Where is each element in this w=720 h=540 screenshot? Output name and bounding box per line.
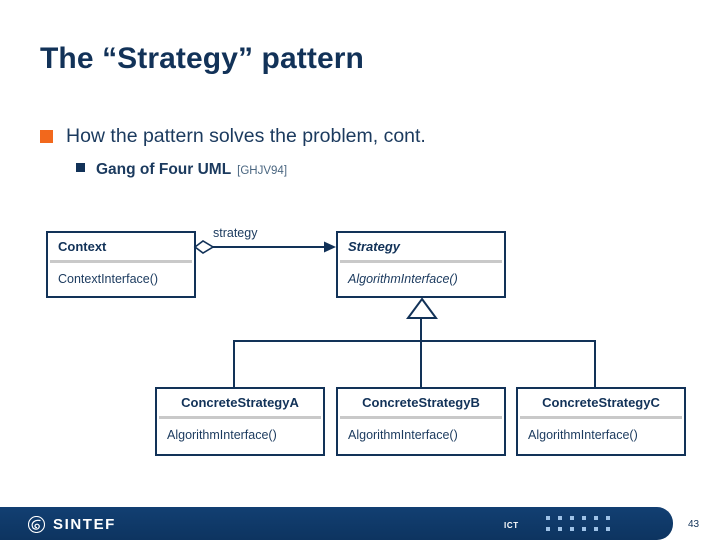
uml-class-concrete-strategy-b[interactable]: ConcreteStrategyB AlgorithmInterface(): [336, 387, 506, 456]
footer-unit-label: ICT: [504, 521, 519, 530]
uml-class-concrete-strategy-b-operation: AlgorithmInterface(): [348, 428, 458, 443]
page-title: The “Strategy” pattern: [40, 42, 364, 75]
uml-class-context-name: Context: [58, 239, 107, 254]
uml-class-concrete-strategy-a-operation: AlgorithmInterface(): [167, 428, 277, 443]
uml-class-divider: [340, 416, 502, 420]
sintef-wordmark: SINTEF: [53, 516, 116, 533]
uml-class-context[interactable]: Context ContextInterface(): [46, 231, 196, 298]
aggregation-line: [212, 246, 330, 248]
sintef-swirl-icon: [28, 516, 45, 533]
uml-class-strategy-operation: AlgorithmInterface(): [348, 272, 458, 287]
footer-bar: [0, 507, 673, 540]
bullet-level2: Gang of Four UML [GHJV94]: [76, 161, 287, 179]
inheritance-stem-line: [420, 318, 422, 341]
uml-class-divider: [159, 416, 321, 420]
sintef-logo: SINTEF: [28, 516, 116, 533]
page-number: 43: [688, 519, 700, 530]
orange-square-bullet-icon: [40, 130, 53, 143]
uml-class-diagram: Context ContextInterface() Strategy Algo…: [46, 226, 686, 456]
association-role-label: strategy: [213, 226, 258, 240]
uml-class-strategy-name: Strategy: [348, 239, 401, 254]
uml-class-concrete-strategy-c-name: ConcreteStrategyC: [542, 395, 660, 410]
footer-dot-grid-icon: [546, 516, 618, 538]
inheritance-drop-line-a: [233, 340, 235, 387]
uml-class-concrete-strategy-a-name: ConcreteStrategyA: [181, 395, 299, 410]
bullet-level2-label: Gang of Four UML: [96, 161, 232, 178]
bullet-level1-label: How the pattern solves the problem, cont…: [66, 125, 426, 147]
uml-class-divider: [520, 416, 682, 420]
uml-class-concrete-strategy-b-name: ConcreteStrategyB: [362, 395, 480, 410]
citation-label: [GHJV94]: [237, 165, 288, 177]
uml-class-concrete-strategy-c-operation: AlgorithmInterface(): [528, 428, 638, 443]
uml-class-strategy[interactable]: Strategy AlgorithmInterface(): [336, 231, 506, 298]
navy-square-bullet-icon: [76, 163, 85, 172]
bullet-level1: How the pattern solves the problem, cont…: [40, 125, 426, 148]
aggregation-arrowhead-icon: [324, 241, 336, 253]
inheritance-bus-line: [233, 340, 595, 342]
inheritance-drop-line-c: [594, 340, 596, 387]
uml-class-context-operation: ContextInterface(): [58, 272, 159, 287]
inheritance-drop-line-b: [420, 340, 422, 387]
uml-class-concrete-strategy-c[interactable]: ConcreteStrategyC AlgorithmInterface(): [516, 387, 686, 456]
uml-class-divider: [50, 260, 192, 264]
uml-class-divider: [340, 260, 502, 264]
inheritance-triangle-icon: [406, 297, 438, 319]
uml-class-concrete-strategy-a[interactable]: ConcreteStrategyA AlgorithmInterface(): [155, 387, 325, 456]
aggregation-diamond-icon: [193, 240, 215, 254]
